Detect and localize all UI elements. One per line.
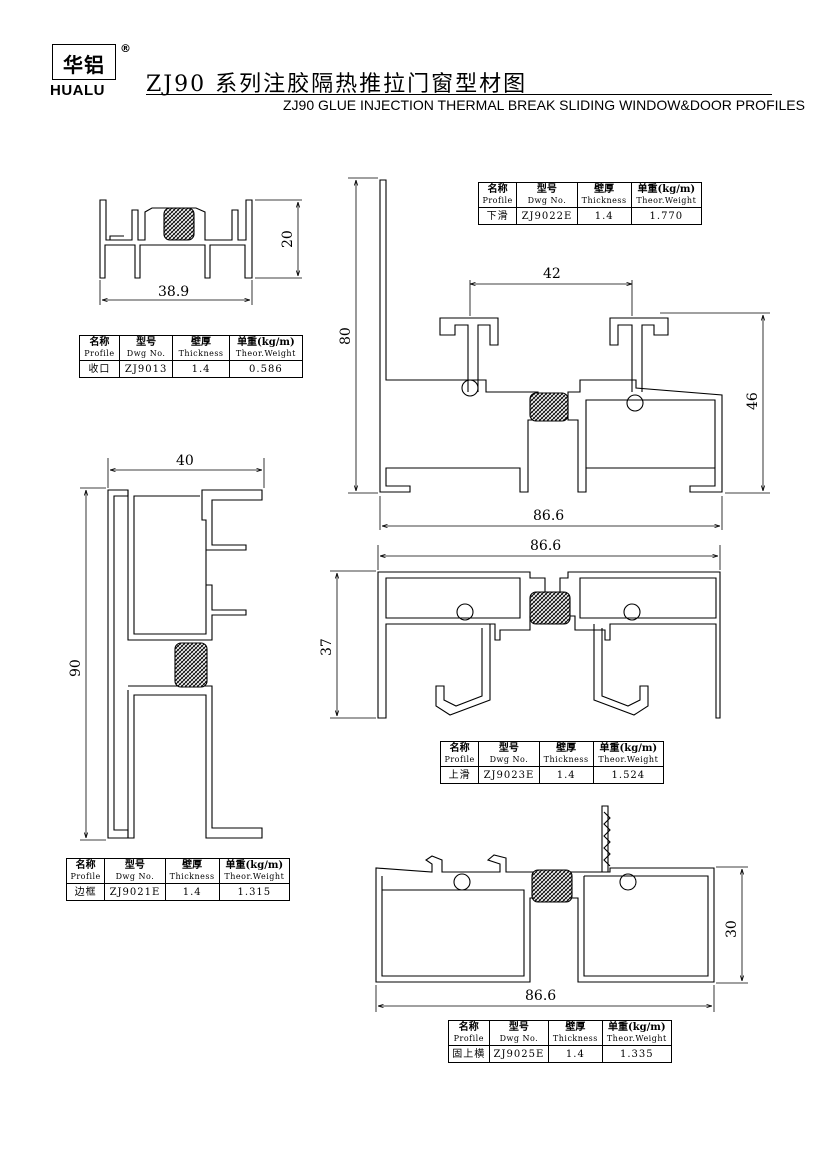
dim-zj9021-height: 90	[68, 659, 84, 677]
profile-name: 下滑	[477, 207, 518, 225]
dim-zj9023-height: 37	[319, 638, 335, 656]
title-rule	[146, 94, 772, 95]
profile-zj9023e	[377, 571, 721, 719]
dim-zj9022-height: 80	[338, 327, 354, 345]
profile-zj9022e	[379, 179, 723, 493]
profile-thickness: 1.4	[576, 207, 632, 225]
thermal-strip-zj9013	[163, 207, 195, 241]
dim-zj9023-width: 86.6	[530, 538, 561, 554]
profile-weight: 1.770	[630, 207, 703, 225]
dim-zj9022-height2: 46	[745, 392, 761, 410]
dims-zj9022e	[348, 177, 770, 530]
profile-thickness: 1.4	[164, 883, 220, 901]
page-title-en: ZJ90 GLUE INJECTION THERMAL BREAK SLIDIN…	[283, 97, 805, 113]
profile-name: 收口	[79, 360, 120, 378]
hdr-weight: 单重(kg/m)Theor.Weight	[630, 182, 703, 208]
dim-zj9022-width: 86.6	[533, 508, 564, 524]
hdr-weight: 单重(kg/m)Theor.Weight	[218, 858, 291, 884]
brand-logo: 华铝 HUALU ®	[50, 42, 131, 99]
profile-name: 上滑	[439, 766, 480, 784]
dims-zj9021e	[80, 458, 265, 841]
profile-zj9021e	[107, 489, 263, 839]
logo-cn-text: 华铝	[63, 53, 105, 77]
profile-dwg: ZJ9025E	[488, 1045, 550, 1063]
profile-dwg: ZJ9023E	[478, 766, 540, 784]
profile-dwg: ZJ9013	[118, 360, 174, 378]
profile-thickness: 1.4	[172, 360, 230, 378]
hdr-weight: 单重(kg/m)Theor.Weight	[601, 1020, 673, 1046]
thermal-strip-zj9022e	[529, 392, 569, 422]
dim-zj9013-width: 38.9	[158, 284, 189, 300]
dims-zj9023e	[330, 545, 721, 719]
profile-name: 边框	[65, 883, 106, 901]
profile-dwg: ZJ9022E	[516, 207, 578, 225]
thermal-strip-zj9025e	[531, 869, 573, 903]
dim-zj9022-gap: 42	[543, 266, 561, 282]
profile-thickness: 1.4	[538, 766, 594, 784]
profile-weight: 1.524	[592, 766, 665, 784]
profile-weight: 1.335	[601, 1045, 673, 1063]
profile-weight: 1.315	[218, 883, 291, 901]
dim-zj9025-height: 30	[724, 920, 740, 938]
profile-weight: 0.586	[228, 360, 304, 378]
thermal-strip-zj9023e	[529, 591, 571, 625]
hdr-weight: 单重(kg/m)Theor.Weight	[228, 335, 304, 361]
logo-mark: 华铝	[52, 44, 116, 80]
logo-en-text: HUALU	[50, 82, 105, 99]
profile-thickness: 1.4	[548, 1045, 603, 1063]
profile-zj9013	[99, 199, 253, 279]
hdr-weight: 单重(kg/m)Theor.Weight	[592, 741, 665, 767]
thermal-strip-zj9021e	[174, 642, 208, 688]
profile-dwg: ZJ9021E	[104, 883, 166, 901]
dim-zj9021-width: 40	[176, 453, 194, 469]
page-title-cn: ZJ90 系列注胶隔热推拉门窗型材图	[146, 72, 528, 97]
dims-zj9013	[99, 199, 302, 305]
dim-zj9013-height: 20	[280, 230, 296, 248]
profile-name: 固上横	[448, 1045, 490, 1063]
dim-zj9025-width: 86.6	[525, 988, 556, 1004]
registered-mark: ®	[120, 42, 131, 55]
dims-zj9025e	[375, 866, 748, 1012]
